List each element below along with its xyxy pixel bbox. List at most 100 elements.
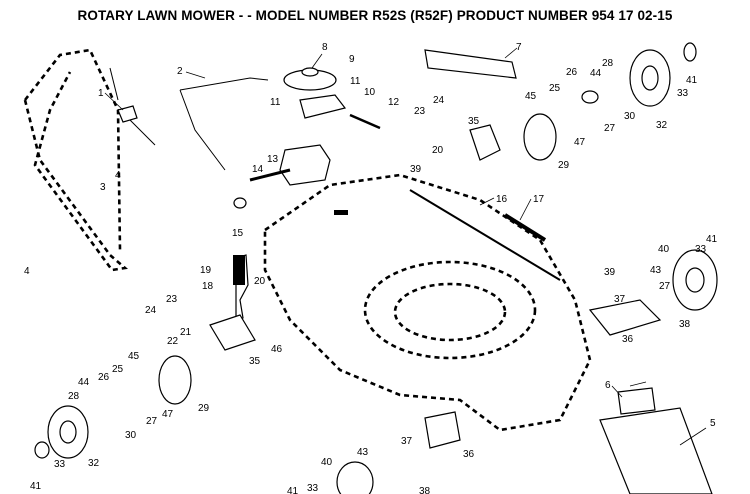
label-part-14: 14 bbox=[252, 164, 264, 175]
label-part-33c: 33 bbox=[54, 459, 66, 470]
cable-spring-12 bbox=[349, 113, 381, 130]
label-part-35b: 35 bbox=[249, 356, 261, 367]
label-part-15: 15 bbox=[232, 228, 244, 239]
right-drive-gear bbox=[523, 113, 557, 161]
deck-slot bbox=[334, 210, 348, 215]
label-part-43a: 43 bbox=[650, 265, 662, 276]
right-rear-hubcap bbox=[683, 42, 697, 62]
label-part-28b: 28 bbox=[68, 391, 80, 402]
label-part-47a: 47 bbox=[574, 137, 586, 148]
label-part-18: 18 bbox=[202, 281, 214, 292]
deck-inner-ring-inner bbox=[393, 282, 507, 342]
right-pinion-26 bbox=[581, 90, 599, 104]
left-front-wheel bbox=[336, 461, 374, 494]
drive-shaft bbox=[249, 168, 291, 182]
label-part-41a: 41 bbox=[686, 75, 698, 86]
right-height-bracket bbox=[469, 124, 501, 161]
label-part-29b: 29 bbox=[198, 403, 210, 414]
left-drive-gear bbox=[158, 355, 192, 405]
label-part-24b: 24 bbox=[145, 305, 157, 316]
side-mark: 4 bbox=[24, 266, 30, 277]
lever-grip bbox=[233, 255, 245, 285]
right-front-bracket bbox=[588, 299, 662, 336]
label-part-39a: 39 bbox=[410, 164, 422, 175]
mower-deck-outline bbox=[263, 173, 592, 432]
label-part-6: 6 bbox=[605, 380, 611, 391]
label-part-9: 9 bbox=[349, 54, 355, 65]
transmission bbox=[279, 144, 331, 186]
label-part-27a: 27 bbox=[604, 123, 616, 134]
label-part-19: 19 bbox=[200, 265, 212, 276]
label-part-26a: 26 bbox=[566, 67, 578, 78]
label-part-43b: 43 bbox=[357, 447, 369, 458]
label-part-23b: 23 bbox=[166, 294, 178, 305]
label-part-30a: 30 bbox=[624, 111, 636, 122]
label-part-46: 46 bbox=[271, 344, 283, 355]
label-part-33b: 33 bbox=[695, 244, 707, 255]
drive-belt bbox=[424, 49, 517, 79]
label-part-35a: 35 bbox=[468, 116, 480, 127]
label-part-38a: 38 bbox=[679, 319, 691, 330]
right-front-wheel-hub bbox=[685, 267, 705, 293]
label-part-40a: 40 bbox=[658, 244, 670, 255]
spring-17 bbox=[503, 213, 547, 242]
label-part-45b: 45 bbox=[128, 351, 140, 362]
label-part-27b: 27 bbox=[659, 281, 671, 292]
label-part-27c: 27 bbox=[146, 416, 158, 427]
label-part-8: 8 bbox=[322, 42, 328, 53]
label-part-7: 7 bbox=[516, 42, 522, 53]
label-part-22: 22 bbox=[167, 336, 179, 347]
label-part-11a: 11 bbox=[350, 76, 361, 87]
label-part-29a: 29 bbox=[558, 160, 570, 171]
label-part-41b: 41 bbox=[706, 234, 718, 245]
label-part-36b: 36 bbox=[463, 449, 475, 460]
label-part-1: 1 bbox=[98, 88, 104, 99]
label-part-32a: 32 bbox=[656, 120, 668, 131]
label-part-5: 5 bbox=[710, 418, 716, 429]
label-part-3: 3 bbox=[100, 182, 106, 193]
label-part-44a: 44 bbox=[590, 68, 602, 79]
label-part-20a: 20 bbox=[432, 145, 444, 156]
part-number-labels: 1 2 3 4 5 6 7 8 9 10 11 11 12 13 14 15 1… bbox=[24, 42, 718, 494]
label-part-36a: 36 bbox=[622, 334, 634, 345]
label-part-38b: 38 bbox=[419, 486, 431, 494]
label-part-25b: 25 bbox=[112, 364, 124, 375]
leader-lines bbox=[104, 47, 707, 446]
label-part-23a: 23 bbox=[414, 106, 426, 117]
label-part-33d: 33 bbox=[307, 483, 319, 494]
right-rear-wheel-hub bbox=[641, 65, 659, 91]
pulley-bracket bbox=[299, 94, 347, 119]
label-part-47b: 47 bbox=[162, 409, 174, 420]
left-front-bracket bbox=[424, 411, 461, 449]
label-part-40b: 40 bbox=[321, 457, 333, 468]
label-part-12: 12 bbox=[388, 97, 400, 108]
diagram-title: ROTARY LAWN MOWER - - MODEL NUMBER R52S … bbox=[77, 8, 673, 23]
label-part-45a: 45 bbox=[525, 91, 537, 102]
label-part-44b: 44 bbox=[78, 377, 90, 388]
label-part-20b: 20 bbox=[254, 276, 266, 287]
label-part-41d: 41 bbox=[287, 486, 299, 494]
bail-wire bbox=[179, 77, 269, 171]
label-part-37a: 37 bbox=[614, 294, 626, 305]
deck-inner-ring-outer bbox=[363, 260, 537, 360]
label-part-10: 10 bbox=[364, 87, 376, 98]
label-part-37b: 37 bbox=[401, 436, 413, 447]
rear-axle-rod bbox=[409, 189, 561, 281]
label-part-25a: 25 bbox=[549, 83, 561, 94]
throttle-cable bbox=[109, 67, 156, 146]
label-part-39b: 39 bbox=[604, 267, 616, 278]
left-rear-hubcap bbox=[34, 441, 50, 459]
mower-handle-outline bbox=[23, 48, 128, 272]
label-part-32b: 32 bbox=[88, 458, 100, 469]
pulley-hub bbox=[301, 67, 319, 77]
label-part-26b: 26 bbox=[98, 372, 110, 383]
label-part-21: 21 bbox=[180, 327, 192, 338]
label-part-33a: 33 bbox=[677, 88, 689, 99]
label-part-16: 16 bbox=[496, 194, 508, 205]
label-part-28a: 28 bbox=[602, 58, 614, 69]
label-part-41c: 41 bbox=[30, 481, 42, 492]
left-height-bracket bbox=[209, 314, 256, 351]
label-part-2: 2 bbox=[177, 66, 183, 77]
label-part-30b: 30 bbox=[125, 430, 137, 441]
